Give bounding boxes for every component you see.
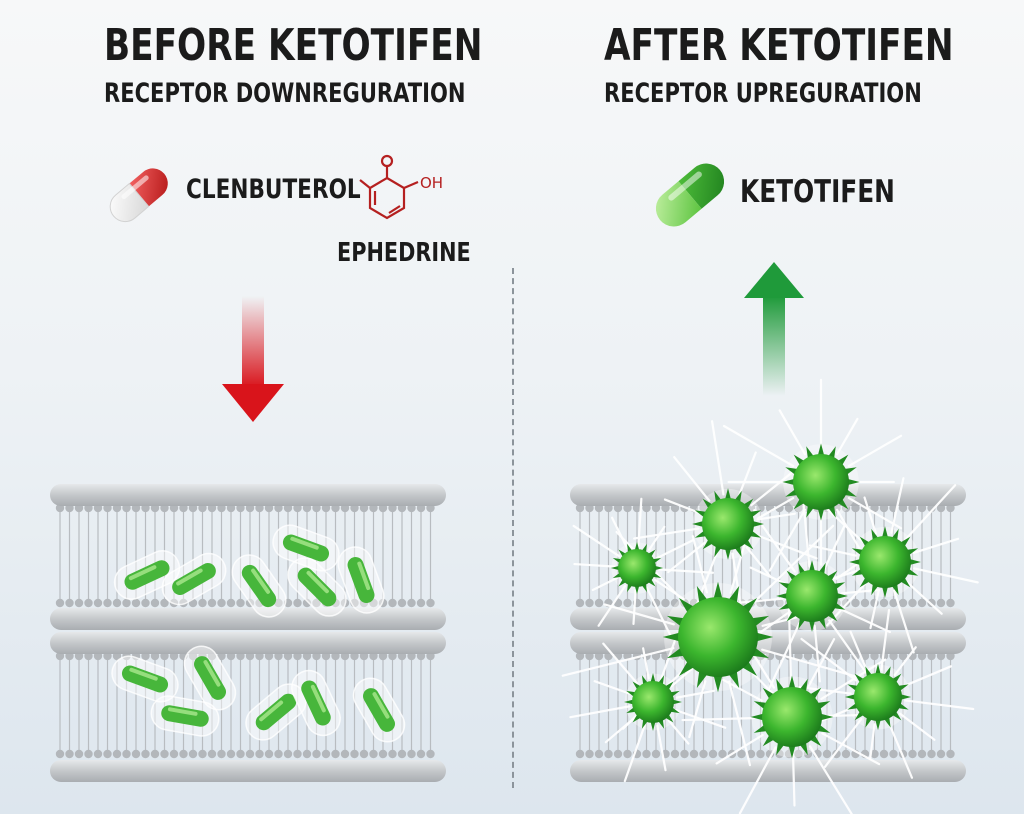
lipid-tails (59, 510, 432, 754)
left-membrane (50, 484, 446, 782)
membrane-bar (50, 608, 446, 630)
capsule-icon (655, 163, 725, 227)
internalized-receptor (231, 554, 287, 618)
internalized-receptor (161, 552, 227, 606)
activated-receptor (782, 443, 860, 521)
membrane-bar (50, 760, 446, 782)
internalized-receptor (150, 695, 220, 737)
internalized-receptor (291, 669, 341, 737)
activated-receptor (692, 488, 764, 560)
membrane-bar (570, 760, 966, 782)
left-title: BEFORE KETOTIFEN (104, 20, 483, 71)
capsule-icon (109, 168, 168, 223)
internalized-receptor (113, 550, 181, 600)
internalized-receptor (183, 645, 237, 711)
activated-receptor (849, 526, 921, 598)
ketotifen-label: KETOTIFEN (740, 174, 895, 210)
internalized-receptor (352, 677, 406, 743)
arrow-up-icon (744, 262, 804, 396)
arrow-down-icon (222, 296, 284, 422)
activated-receptor (662, 581, 774, 693)
membrane-bar (50, 632, 446, 654)
activated-receptor (844, 663, 912, 731)
ephedrine-label: EPHEDRINE (337, 238, 471, 268)
internalized-receptor (337, 546, 385, 614)
activated-receptor (624, 673, 682, 731)
internalized-receptor (111, 655, 179, 703)
right-membrane (570, 484, 966, 782)
molecule-oh: OH (420, 174, 443, 192)
chemical-structure-icon: OH (359, 154, 443, 220)
internalized-receptor (287, 557, 347, 617)
receptor-burst-overlay (561, 378, 979, 814)
right-title: AFTER KETOTIFEN (604, 20, 954, 71)
activated-receptor (776, 560, 848, 632)
activated-receptor (610, 541, 664, 595)
left-subtitle: RECEPTOR DOWNREGURATION (104, 78, 466, 109)
membrane-bar (570, 608, 966, 630)
clenbuterol-label: CLENBUTEROL (186, 174, 361, 205)
center-divider (512, 268, 514, 788)
internalized-receptor (272, 524, 340, 572)
activated-receptor (750, 675, 834, 759)
lipid-tails (579, 510, 952, 754)
membrane-bar (50, 484, 446, 506)
right-subtitle: RECEPTOR UPREGURATION (604, 78, 922, 109)
